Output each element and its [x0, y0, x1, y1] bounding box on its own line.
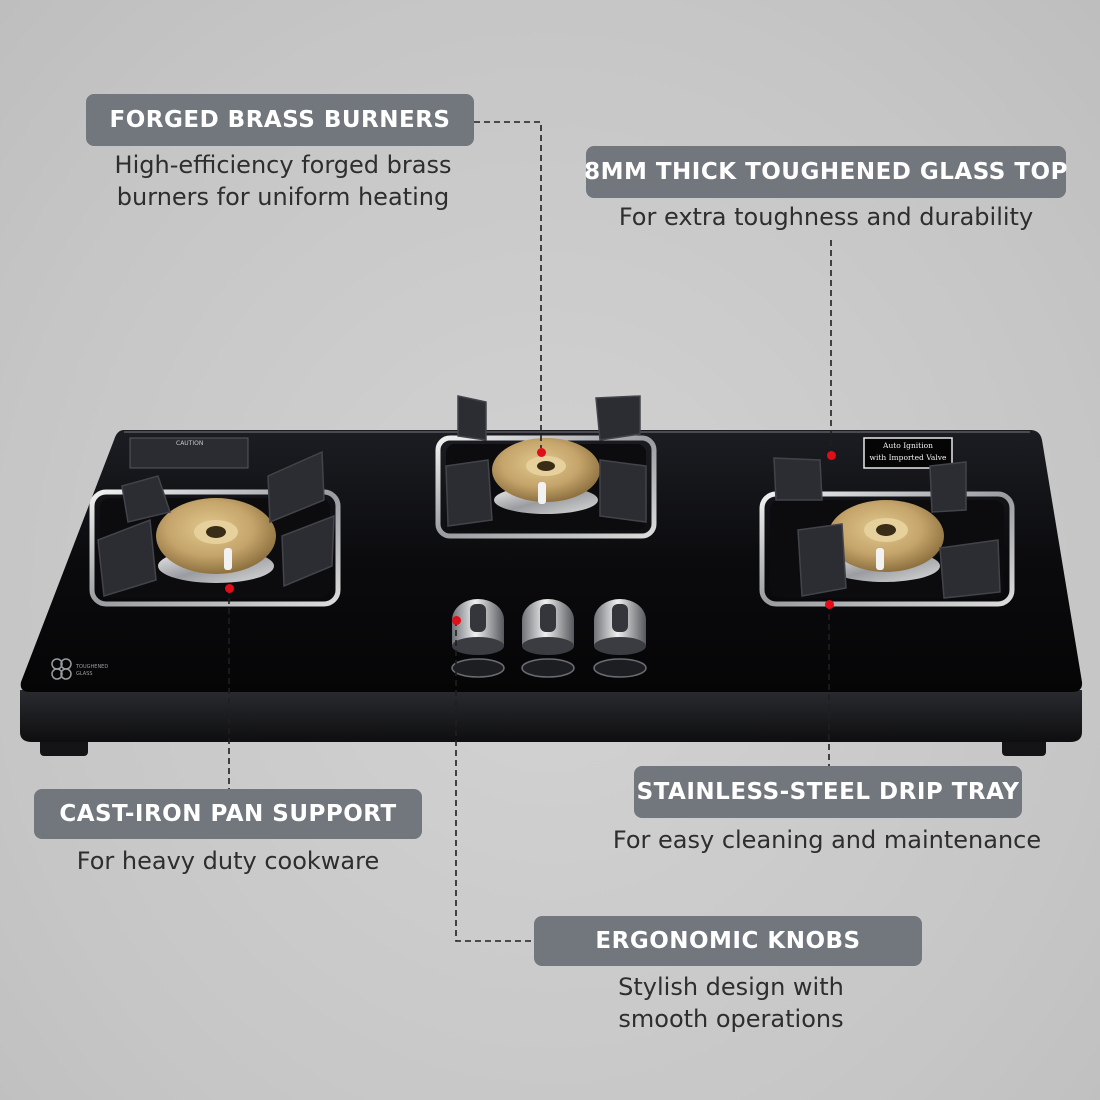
toughened-label-1: TOUGHENED	[76, 664, 109, 670]
marker-glass-top	[827, 451, 836, 460]
knob-right	[593, 599, 647, 678]
toughened-glass-logo	[51, 658, 72, 680]
burner-center	[435, 395, 657, 539]
callout-drip-tray-description: For easy cleaning and maintenance	[612, 826, 1042, 854]
leader-burners	[474, 121, 542, 448]
marker-pan-support	[225, 584, 234, 593]
marker-knob	[452, 616, 461, 625]
burner-left	[89, 450, 341, 607]
sticker-line-1: Auto Ignition	[883, 441, 933, 450]
knob-left	[451, 599, 505, 678]
leader-knobs	[455, 620, 534, 942]
callout-knobs-title: ERGONOMIC KNOBS	[534, 916, 922, 966]
control-knobs	[451, 599, 647, 678]
callout-glass-top-title: 8MM THICK TOUGHENED GLASS TOP	[584, 146, 1067, 198]
marker-burner	[537, 448, 546, 457]
caution-label	[129, 437, 249, 469]
caution-label-text: CAUTION	[176, 440, 204, 447]
auto-ignition-sticker	[863, 437, 953, 469]
callout-burners-description: High-efficiency forged brass burners for…	[114, 151, 452, 211]
callout-glass-top-description: For extra toughness and durability	[618, 203, 1034, 231]
burner-right	[759, 457, 1015, 607]
callout-pan-support-description: For heavy duty cookware	[76, 847, 380, 875]
leader-lines	[228, 121, 832, 942]
toughened-glass-text: TOUGHENED GLASS	[76, 664, 108, 678]
sticker-line-2: with Imported Valve	[869, 453, 947, 462]
stove-body	[20, 690, 1082, 742]
auto-ignition-sticker-text: Auto Ignition with Imported Valve	[866, 440, 950, 464]
marker-drip-tray	[825, 600, 834, 609]
callout-pan-support-title: CAST-IRON PAN SUPPORT	[34, 789, 422, 839]
callout-knobs-description: Stylish design with smooth operations	[618, 973, 844, 1033]
knob-center	[521, 599, 575, 678]
toughened-label-2: GLASS	[76, 671, 93, 677]
callout-drip-tray-title: STAINLESS-STEEL DRIP TRAY	[634, 766, 1022, 818]
callout-burners-title: FORGED BRASS BURNERS	[86, 94, 474, 146]
